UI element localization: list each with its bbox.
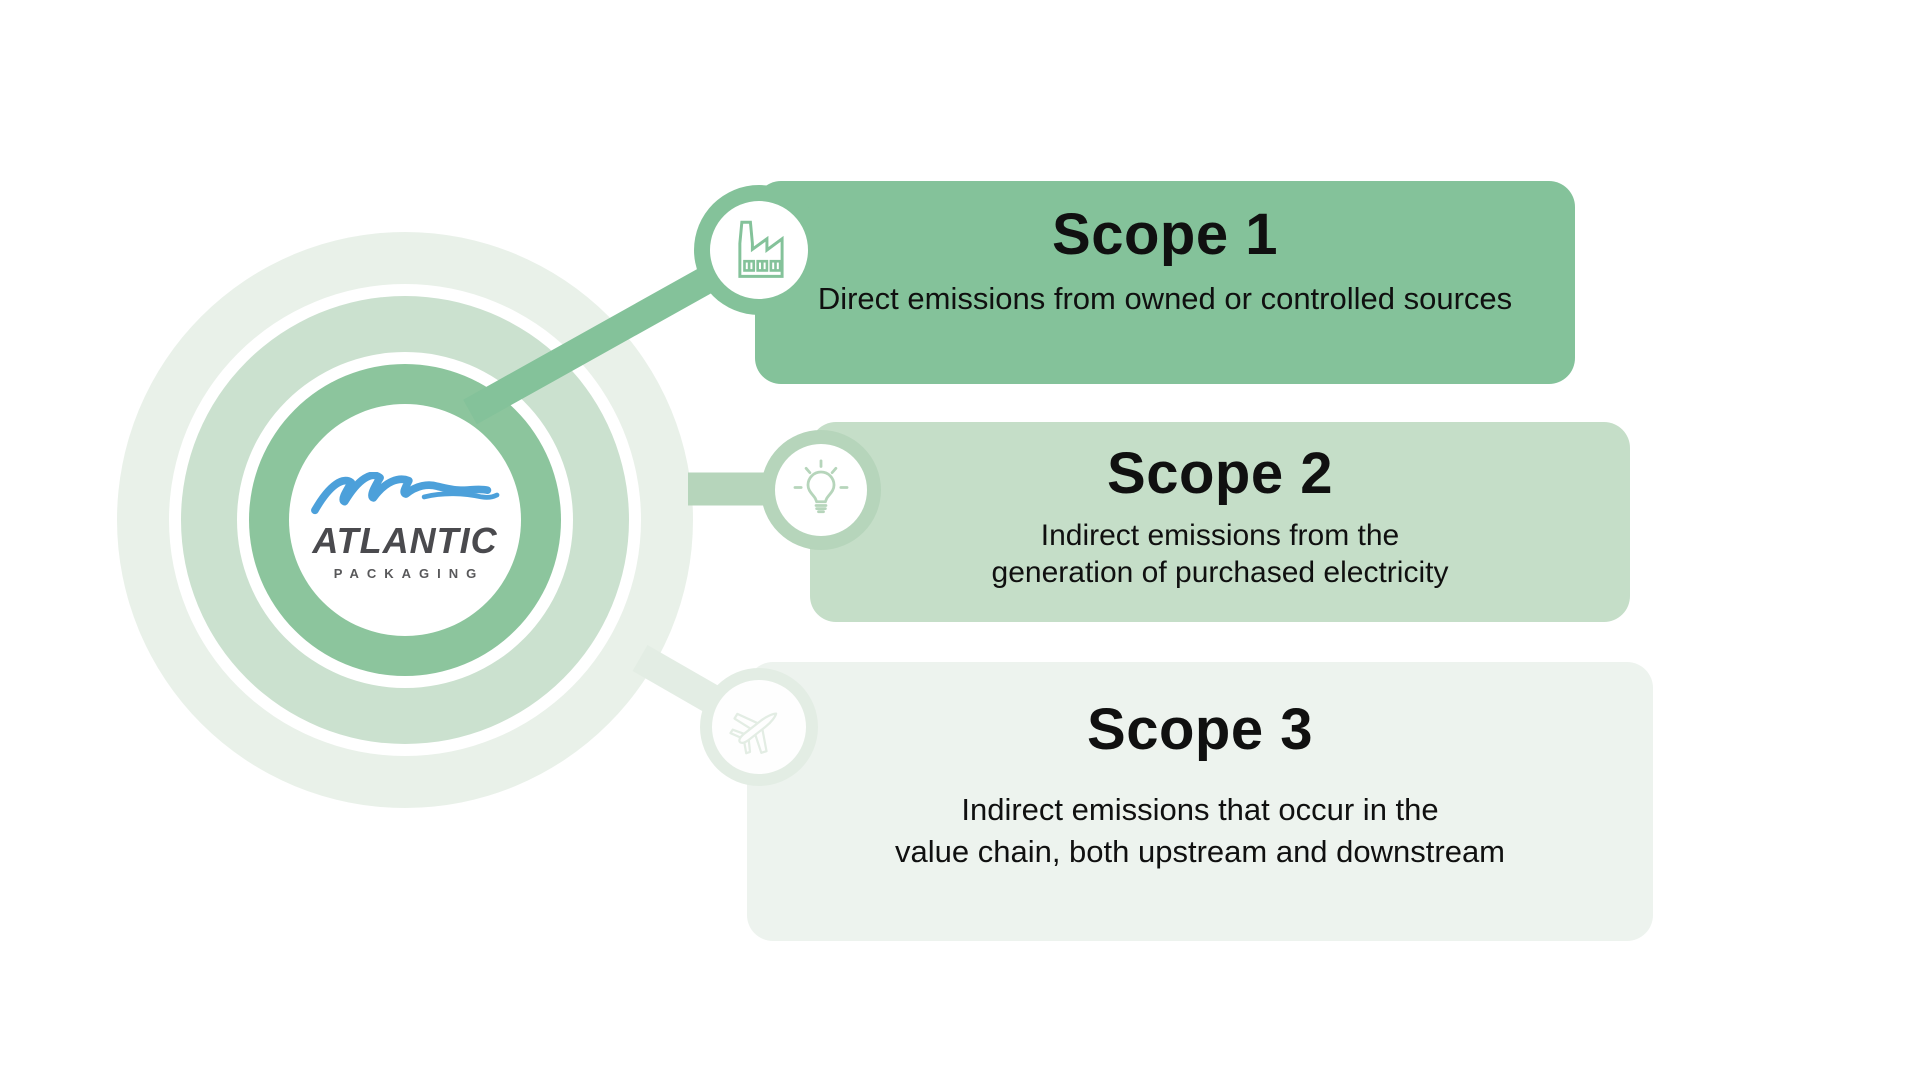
scope2-title: Scope 2	[1107, 441, 1333, 506]
scope2-description-line2: generation of purchased electricity	[991, 555, 1449, 589]
airplane-icon	[729, 712, 778, 755]
scope3-description: Indirect emissions that occur in the val…	[895, 789, 1505, 873]
scope3-description-line2: value chain, both upstream and downstrea…	[894, 833, 1506, 869]
scope2-icon-circle	[761, 430, 881, 550]
logo-name: ATLANTIC	[312, 519, 498, 561]
scope2-icon-bg	[775, 444, 867, 536]
scope3-icon-bg	[712, 680, 806, 774]
scope1-title: Scope 1	[1052, 202, 1278, 267]
scope1-icon-bg	[710, 201, 808, 299]
scope2-card: Scope 2 Indirect emissions from the gene…	[810, 422, 1630, 622]
scope3-title: Scope 3	[1087, 697, 1313, 762]
scope1-description: Direct emissions from owned or controlle…	[817, 280, 1513, 316]
logo-subtitle: PACKAGING	[333, 565, 485, 581]
factory-icon	[738, 220, 784, 278]
atlantic-packaging-logo: ATLANTIC PACKAGING	[289, 404, 521, 636]
scope1-icon-circle	[694, 185, 824, 315]
center-white-circle	[289, 404, 521, 636]
scope2-description-line1: Indirect emissions from the	[1040, 518, 1400, 552]
scope3-icon-circle	[700, 668, 818, 786]
logo-wave-icon	[311, 471, 500, 514]
scope3-description-line1: Indirect emissions that occur in the	[961, 791, 1439, 827]
scope3-card: Scope 3 Indirect emissions that occur in…	[747, 662, 1653, 941]
lightbulb-icon	[793, 459, 849, 514]
scope2-description: Indirect emissions from the generation o…	[992, 517, 1449, 591]
scope1-card: Scope 1 Direct emissions from owned or c…	[755, 181, 1575, 384]
